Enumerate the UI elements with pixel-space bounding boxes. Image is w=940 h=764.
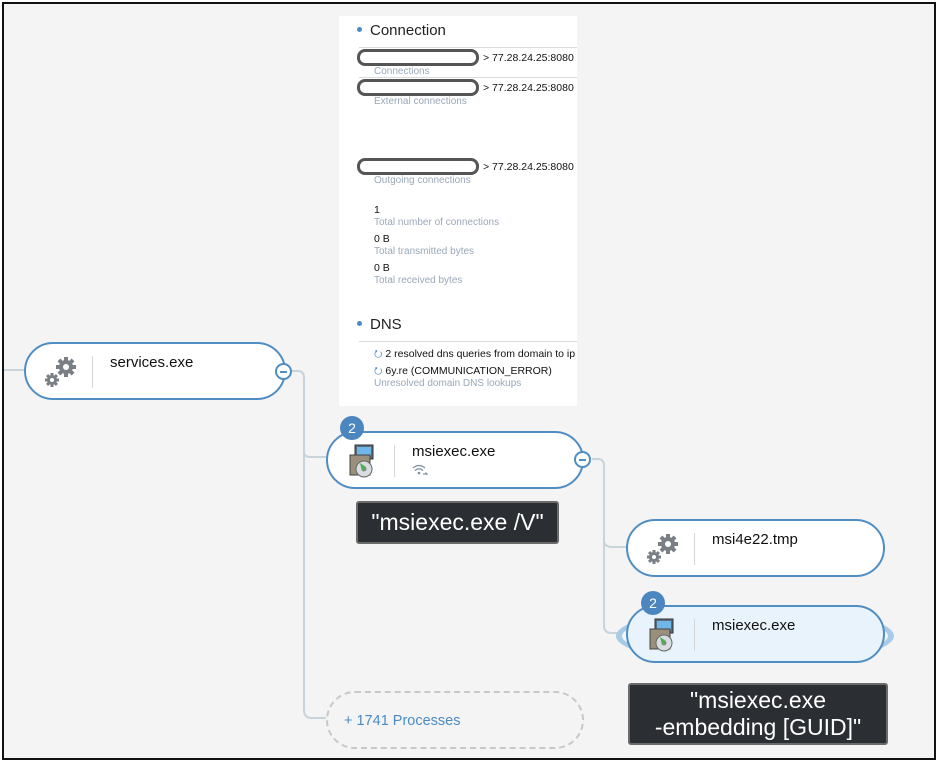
gears-icon xyxy=(642,531,682,567)
process-node-msi-tmp[interactable]: msi4e22.tmp xyxy=(626,519,885,577)
command-line-annotation: "msiexec.exe /V" xyxy=(356,501,559,544)
tree-connectors xyxy=(4,369,626,719)
connection-row[interactable]: > 77.28.24.25:8080 External connections xyxy=(357,79,577,113)
process-node-msiexec-child[interactable]: msiexec.exe xyxy=(626,605,885,663)
network-info-panel: Connection > 77.28.24.25:8080 Connection… xyxy=(339,16,577,406)
installer-icon xyxy=(642,617,682,653)
separator xyxy=(694,533,695,565)
process-node-services[interactable]: services.exe xyxy=(24,342,286,400)
stat-received-bytes: 0 B Total received bytes xyxy=(374,262,463,286)
stat-transmitted-bytes: 0 B Total transmitted bytes xyxy=(374,233,475,257)
connection-section-title: Connection xyxy=(357,22,446,39)
dns-icon: ⭮ xyxy=(374,349,383,360)
selection-highlight xyxy=(616,607,894,665)
separator xyxy=(694,619,695,651)
connection-row[interactable]: > 77.28.24.25:8080 Connections xyxy=(357,49,577,83)
process-graph-canvas: Connection > 77.28.24.25:8080 Connection… xyxy=(4,4,934,758)
collapse-services-button[interactable] xyxy=(275,363,292,380)
installer-icon xyxy=(342,443,382,479)
gears-icon xyxy=(40,354,80,390)
redacted-address xyxy=(357,158,479,175)
connection-row[interactable]: > 77.28.24.25:8080 Outgoing connections xyxy=(357,158,577,192)
dns-section-title: DNS xyxy=(357,316,402,333)
collapse-msiexec-button[interactable] xyxy=(574,451,591,468)
redacted-address xyxy=(357,49,479,66)
child-count-badge: 2 xyxy=(340,416,364,440)
more-processes-button[interactable]: + 1741 Processes xyxy=(326,691,584,749)
network-activity-icon xyxy=(412,463,429,475)
dns-icon: ⭮ xyxy=(374,366,383,377)
command-line-annotation: "msiexec.exe -embedding [GUID]" xyxy=(628,683,888,745)
redacted-address xyxy=(357,79,479,96)
dns-unresolved-row[interactable]: ⭮6y.re (COMMUNICATION_ERROR) xyxy=(374,365,552,377)
child-count-badge: 2 xyxy=(641,591,665,615)
dns-resolved-row[interactable]: ⭮2 resolved dns queries from domain to i… xyxy=(374,348,576,360)
process-node-msiexec[interactable]: msiexec.exe xyxy=(326,431,584,489)
separator xyxy=(394,445,395,477)
stat-total-connections: 1 Total number of connections xyxy=(374,204,500,228)
divider xyxy=(359,77,577,78)
separator xyxy=(92,356,93,388)
divider xyxy=(359,341,577,342)
divider xyxy=(359,47,577,48)
